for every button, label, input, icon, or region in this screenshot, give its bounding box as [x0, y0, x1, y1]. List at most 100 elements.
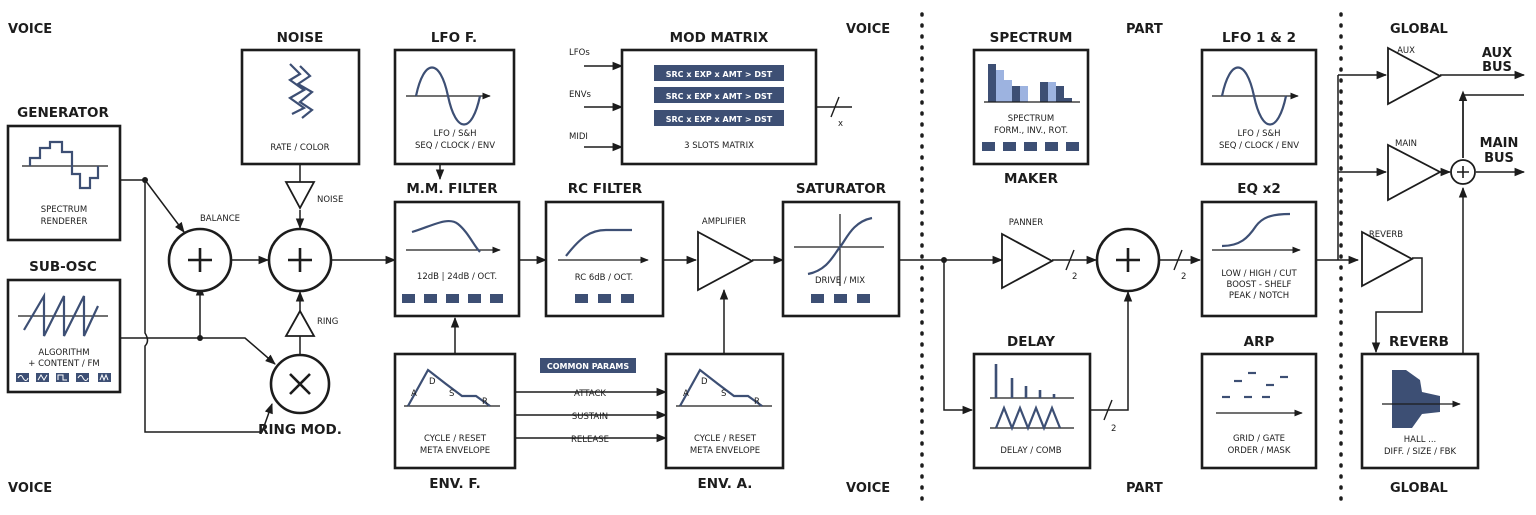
reverb-title: REVERB [1389, 334, 1449, 350]
ring-amp[interactable] [284, 309, 316, 337]
section-label-voice: VOICE [846, 481, 890, 496]
svg-text:SRC x EXP x AMT > DST: SRC x EXP x AMT > DST [666, 115, 773, 124]
svg-text:SRC x EXP x AMT > DST: SRC x EXP x AMT > DST [666, 92, 773, 101]
mm-filter-block[interactable]: M.M. FILTER 12dB | 24dB / OCT. [393, 181, 521, 318]
bus-width-label: 2 [1111, 424, 1116, 434]
balance-mixer[interactable] [167, 227, 233, 293]
matrix-slot[interactable]: SRC x EXP x AMT > DST [654, 110, 784, 126]
delay-title: DELAY [1007, 334, 1055, 350]
panner-label: PANNER [1009, 218, 1043, 228]
filter-type-icons[interactable] [575, 294, 634, 303]
noise-block[interactable]: NOISE RATE / COLOR [240, 30, 361, 166]
bus-width-label: 2 [1181, 272, 1186, 282]
saturator-mode-icons[interactable] [811, 294, 870, 303]
lowpass-icon [411, 219, 481, 253]
saturator-title: SATURATOR [796, 181, 887, 197]
reverb-block[interactable]: REVERB HALL ... DIFF. / SIZE / FBK [1360, 334, 1480, 470]
spectrum-mode-icons[interactable] [982, 142, 1079, 151]
svg-text:R: R [482, 397, 488, 407]
rc-filter-title: RC FILTER [568, 181, 643, 197]
svg-text:CYCLE / RESET: CYCLE / RESET [424, 434, 487, 444]
reverb-send-amp[interactable] [1361, 230, 1414, 288]
bus-width-label: 2 [1072, 272, 1077, 282]
filter-type-icons[interactable] [402, 294, 503, 303]
reverb-tail-icon [1392, 370, 1440, 428]
bus-width-mark [1103, 399, 1113, 421]
part-summer[interactable] [1095, 227, 1161, 293]
mod-matrix-block[interactable]: MOD MATRIX SRC x EXP x AMT > DST SRC x E… [620, 30, 818, 166]
matrix-slot[interactable]: SRC x EXP x AMT > DST [654, 65, 784, 81]
ring-mod-title: RING MOD. [258, 422, 342, 438]
sine-icon [1220, 66, 1288, 126]
svg-text:DIFF. / SIZE / FBK: DIFF. / SIZE / FBK [1384, 447, 1457, 457]
spectrum-bars-icon [984, 64, 1080, 103]
lfo-1-2-block[interactable]: LFO 1 & 2 LFO / S&H SEQ / CLOCK / ENV [1200, 30, 1318, 166]
attack-label: ATTACK [574, 389, 606, 399]
env-a-block[interactable]: A D S R CYCLE / RESET META ENVELOPE ENV.… [664, 352, 785, 492]
arp-title: ARP [1244, 334, 1275, 350]
delay-block[interactable]: DELAY DELAY / COMB [972, 334, 1092, 470]
svg-text:ORDER / MASK: ORDER / MASK [1228, 446, 1291, 456]
env-f-block[interactable]: A D S R CYCLE / RESET META ENVELOPE ENV.… [393, 352, 517, 492]
svg-text:RC 6dB / OCT.: RC 6dB / OCT. [575, 273, 634, 283]
svg-text:ALGORITHM: ALGORITHM [38, 348, 89, 358]
lfo-f-block[interactable]: LFO F. LFO / S&H SEQ / CLOCK / ENV [393, 30, 516, 166]
section-label-global: GLOBAL [1390, 22, 1448, 37]
section-label-voice: VOICE [8, 481, 52, 496]
noise-amp[interactable] [284, 181, 316, 210]
mm-filter-title: M.M. FILTER [406, 181, 498, 197]
main-bus-summer[interactable] [1450, 159, 1476, 185]
envelope-icon [407, 368, 491, 407]
main-send-amp[interactable] [1387, 143, 1442, 202]
lfo-f-title: LFO F. [431, 30, 477, 46]
env-a-title: ENV. A. [698, 476, 753, 492]
svg-text:SPECTRUM: SPECTRUM [41, 205, 87, 215]
generator-title: GENERATOR [17, 105, 109, 121]
section-label-global: GLOBAL [1390, 481, 1448, 496]
svg-text:CYCLE / RESET: CYCLE / RESET [694, 434, 757, 444]
ring-modulator[interactable] [269, 353, 331, 415]
saturation-curve-icon [807, 216, 873, 276]
amplifier[interactable] [697, 230, 754, 292]
delay-taps-icon [990, 364, 1074, 399]
plus-icon [1457, 166, 1469, 178]
envelope-icon [679, 368, 763, 407]
svg-text:S: S [449, 389, 454, 399]
saturator-block[interactable]: SATURATOR DRIVE / MIX [781, 181, 901, 318]
panner[interactable] [1001, 232, 1054, 290]
svg-text:DRIVE / MIX: DRIVE / MIX [815, 276, 865, 286]
bus-width-mark [1173, 249, 1183, 271]
svg-text:D: D [429, 377, 436, 387]
rc-filter-block[interactable]: RC FILTER RC 6dB / OCT. [544, 181, 665, 318]
sub-osc-block[interactable]: SUB-OSC ALGORITHM + CONTENT / FM [6, 259, 122, 394]
svg-text:R: R [754, 397, 760, 407]
matrix-slot[interactable]: SRC x EXP x AMT > DST [654, 87, 784, 103]
signal-wires [120, 61, 1526, 443]
section-label-part: PART [1126, 481, 1163, 496]
sawtooth-icon [23, 291, 99, 337]
svg-text:GRID / GATE: GRID / GATE [1233, 434, 1285, 444]
comb-icon [990, 405, 1074, 431]
highpass-icon [565, 228, 632, 257]
multiply-icon [289, 373, 311, 395]
spectrum-maker-block[interactable]: SPECTRUM SPECTRUM FORM., INV., ROT. MAKE… [972, 30, 1090, 187]
voice-summer[interactable] [267, 227, 333, 293]
svg-text:S: S [721, 389, 726, 399]
matrix-input-midi: MIDI [569, 132, 588, 142]
sub-osc-title: SUB-OSC [29, 259, 97, 275]
svg-text:RENDERER: RENDERER [41, 217, 88, 227]
svg-text:META ENVELOPE: META ENVELOPE [420, 446, 490, 456]
svg-text:LFO / S&H: LFO / S&H [434, 129, 477, 139]
svg-text:SRC x EXP x AMT > DST: SRC x EXP x AMT > DST [666, 70, 773, 79]
aux-bus-label: BUS [1482, 60, 1512, 75]
aux-send-amp[interactable] [1387, 46, 1442, 106]
generator-block[interactable]: GENERATOR SPECTRUM RENDERER [6, 105, 122, 242]
reverb-send-label: REVERB [1369, 230, 1403, 240]
env-f-title: ENV. F. [429, 476, 480, 492]
waveform-select-icons[interactable] [16, 373, 111, 382]
noise-amp-label: NOISE [317, 195, 343, 205]
svg-text:PEAK / NOTCH: PEAK / NOTCH [1229, 291, 1289, 301]
plus-icon [188, 248, 212, 272]
eq-block[interactable]: EQ x2 LOW / HIGH / CUT BOOST - SHELF PEA… [1200, 181, 1318, 318]
arp-block[interactable]: ARP GRID / GATE ORDER / MASK [1200, 334, 1318, 470]
